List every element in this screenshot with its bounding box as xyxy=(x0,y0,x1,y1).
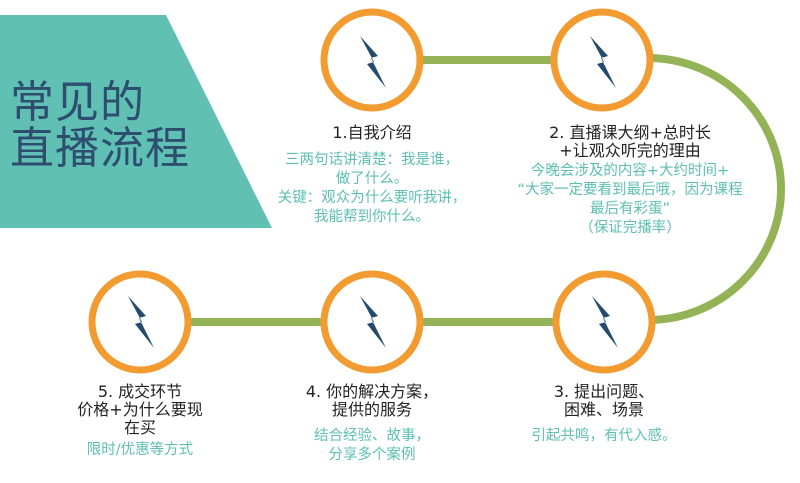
step-5-circle xyxy=(88,270,192,374)
step-description: 三两句话讲清楚：我是谁， 做了什么。 关键：观众为什么要听我讲， 我能帮到你什么… xyxy=(277,152,467,225)
step-2: 2. 直播课大纲+总时长 +让观众听完的理由 今晚会涉及的内容+大约时间+ “大… xyxy=(490,124,770,238)
step-heading: 4. 你的解决方案， 提供的服务 xyxy=(305,382,439,419)
title-line-2: 直播流程 xyxy=(10,123,190,174)
step-4-circle xyxy=(320,270,424,374)
step-3: 3. 提出问题、 困难、场景 引起共鸣，有代入感。 xyxy=(514,383,694,446)
step-5: 5. 成交环节 价格+为什么要现 在买 限时/优惠等方式 xyxy=(60,383,220,460)
step-heading: 5. 成交环节 价格+为什么要现 在买 xyxy=(77,382,203,437)
step-3-circle xyxy=(552,270,656,374)
step-description: 限时/优惠等方式 xyxy=(86,442,194,458)
page-title: 常见的 直播流程 xyxy=(10,80,190,172)
step-description: 结合经验、故事， 分享多个案例 xyxy=(314,428,430,463)
step-4: 4. 你的解决方案， 提供的服务 结合经验、故事， 分享多个案例 xyxy=(292,383,452,465)
step-description: 引起共鸣，有代入感。 xyxy=(531,428,677,444)
title-panel xyxy=(0,15,272,228)
connector-2-3-arc xyxy=(647,54,786,324)
step-heading: 3. 提出问题、 困难、场景 xyxy=(553,382,655,419)
title-line-1: 常见的 xyxy=(10,77,145,128)
step-heading: 1.自我介绍 xyxy=(332,123,412,142)
step-description: 今晚会涉及的内容+大约时间+ “大家一定要看到最后哦，因为课程 最后有彩蛋” （… xyxy=(517,163,743,236)
connectors xyxy=(188,54,786,326)
step-heading: 2. 直播课大纲+总时长 +让观众听完的理由 xyxy=(549,123,711,160)
step-1: 1.自我介绍 三两句话讲清楚：我是谁， 做了什么。 关键：观众为什么要听我讲， … xyxy=(262,124,482,227)
